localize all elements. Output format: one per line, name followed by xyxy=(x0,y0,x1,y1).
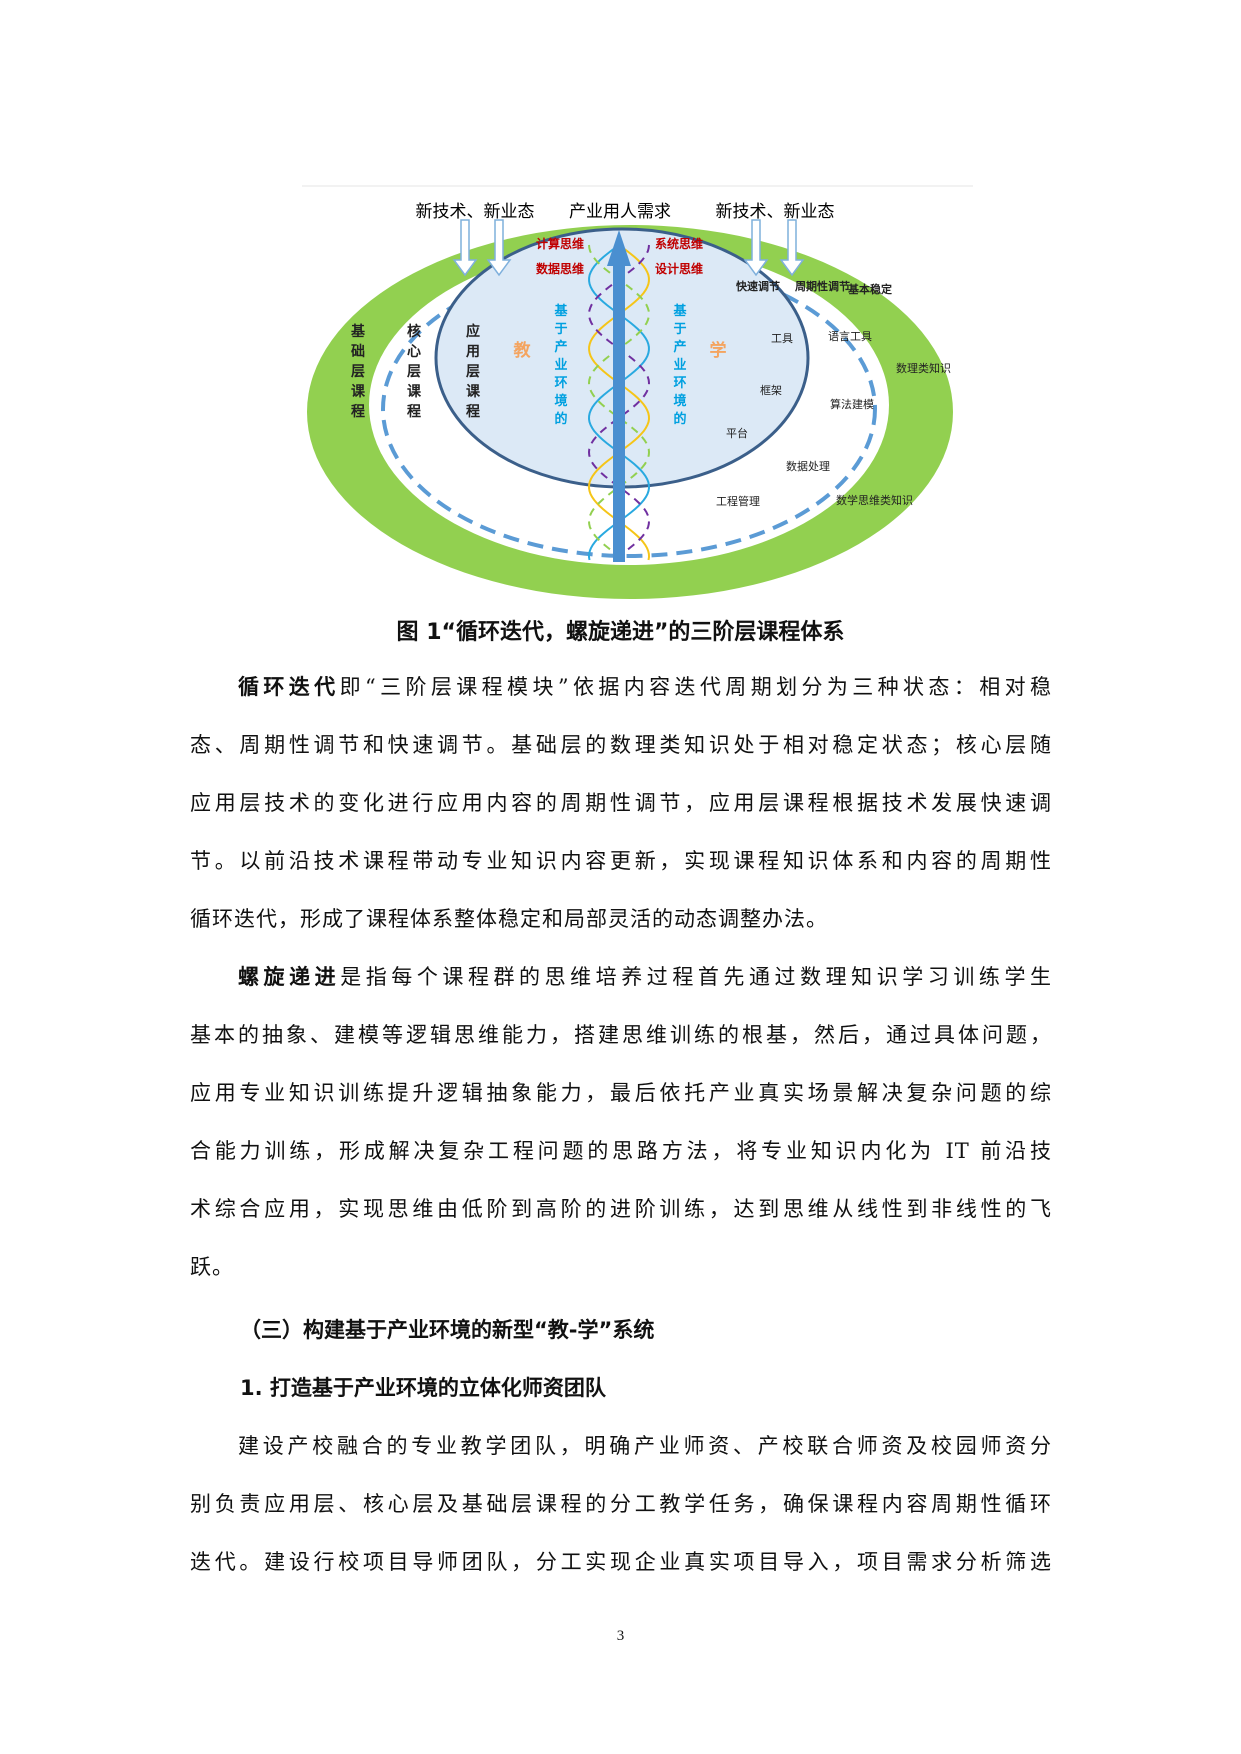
label-application-layer-char: 程 xyxy=(466,404,480,420)
label-application-layer-char: 层 xyxy=(466,364,480,380)
helix-strands xyxy=(587,244,651,561)
label-industry-env-learn-char: 的 xyxy=(673,411,686,427)
label-teach: 教 xyxy=(513,340,532,361)
label-industry-env-teach-char: 基 xyxy=(553,303,568,319)
middle-item-engineering-mgmt: 工程管理 xyxy=(716,494,760,508)
label-core-layer-char: 层 xyxy=(407,364,421,380)
label-application-layer-char: 应 xyxy=(466,323,480,340)
label-core-layer-char: 心 xyxy=(407,344,421,360)
label-foundation-layer-char: 层 xyxy=(351,364,365,380)
text-span: 建设产校融合的专业教学团队，明确产业师资、产校联合师资及校园师资分 xyxy=(238,1434,1052,1458)
paragraph-line: 应用层技术的变化进行应用内容的周期性调节，应用层课程根据技术发展快速调 xyxy=(190,787,1052,817)
label-application-layer-char: 用 xyxy=(466,344,480,360)
middle-item-algorithm-modeling: 算法建模 xyxy=(830,397,874,411)
paragraph-line: 应用专业知识训练提升逻辑抽象能力，最后依托产业真实场景解决复杂问题的综 xyxy=(190,1077,1052,1107)
label-learn: 学 xyxy=(710,340,727,361)
paragraph-line: 别负责应用层、核心层及基础层课程的分工教学任务，确保课程内容周期性循环 xyxy=(190,1488,1052,1518)
paragraph-line: 迭代。建设行校项目导师团队，分工实现企业真实项目导入，项目需求分析筛选 xyxy=(190,1546,1052,1576)
paragraph-line: 术综合应用，实现思维由低阶到高阶的进阶训练，达到思维从线性到非线性的飞 xyxy=(190,1193,1052,1223)
label-industry-env-learn-char: 业 xyxy=(673,357,686,373)
text-span: 基本的抽象、建模等逻辑思维能力，搭建思维训练的根基，然后，通过具体问题， xyxy=(190,1023,1052,1047)
label-industry-env-learn-char: 境 xyxy=(673,393,686,409)
top-label-new-tech-left: 新技术、新业态 xyxy=(416,202,535,222)
inner-item-platform: 平台 xyxy=(726,426,748,440)
label-industry-env-teach: 基于产业环境的 xyxy=(553,303,568,427)
paragraph-line: 循环迭代即“三阶层课程模块”依据内容迭代周期划分为三种状态：相对稳 xyxy=(238,671,1052,701)
down-arrows xyxy=(452,219,805,277)
label-industry-env-teach-char: 业 xyxy=(554,357,567,373)
paragraph-line: 循环迭代，形成了课程体系整体稳定和局部灵活的动态调整办法。 xyxy=(190,903,1052,933)
paragraph-line: 螺旋递进是指每个课程群的思维培养过程首先通过数理知识学习训练学生 xyxy=(238,961,1052,991)
paragraph-line: 合能力训练，形成解决复杂工程问题的思路方法，将专业知识内化为 IT 前沿技 xyxy=(190,1135,1052,1165)
text-span: 应用专业知识训练提升逻辑抽象能力，最后依托产业真实场景解决复杂问题的综 xyxy=(190,1081,1052,1105)
label-foundation-layer-char: 础 xyxy=(351,343,365,360)
text-span: 别负责应用层、核心层及基础层课程的分工教学任务，确保课程内容周期性循环 xyxy=(190,1492,1052,1516)
outer-item-math-knowledge: 数理类知识 xyxy=(896,361,951,375)
label-foundation-layer-char: 课 xyxy=(351,384,366,400)
subsection-heading: 1. 打造基于产业环境的立体化师资团队 xyxy=(240,1376,606,1400)
inner-item-framework: 框架 xyxy=(760,384,782,397)
label-application-layer: 应用层课程 xyxy=(466,323,481,420)
label-basic-stable: 基本稳定 xyxy=(847,282,892,296)
text-span: 节。以前沿技术课程带动专业知识内容更新，实现课程知识体系和内容的周期性 xyxy=(190,849,1052,873)
section-heading: （三）构建基于产业环境的新型“教-学”系统 xyxy=(240,1318,655,1342)
text-span: 循环迭代，形成了课程体系整体稳定和局部灵活的动态调整办法。 xyxy=(190,907,828,931)
label-application-layer-char: 课 xyxy=(466,384,481,400)
paragraph-lead: 循环迭代 xyxy=(238,675,340,699)
label-foundation-layer-char: 程 xyxy=(351,404,365,420)
paragraph-line: 基本的抽象、建模等逻辑思维能力，搭建思维训练的根基，然后，通过具体问题， xyxy=(190,1019,1052,1049)
text-span: 是指每个课程群的思维培养过程首先通过数理知识学习训练学生 xyxy=(340,965,1053,989)
label-industry-env-learn-char: 产 xyxy=(673,339,686,355)
text-span: 跃。 xyxy=(190,1255,234,1279)
text-span: 应用层技术的变化进行应用内容的周期性调节，应用层课程根据技术发展快速调 xyxy=(190,791,1052,815)
label-design-thinking: 设计思维 xyxy=(655,261,703,276)
text-span: 态、周期性调节和快速调节。基础层的数理类知识处于相对稳定状态；核心层随 xyxy=(190,733,1052,757)
label-industry-env-learn: 基于产业环境的 xyxy=(672,303,687,427)
three-tier-curriculum-diagram: 新技术、新业态 产业用人需求 新技术、新业态 计算思维 数据思维 系统思维 设计… xyxy=(302,185,973,599)
demand-arrow xyxy=(607,230,631,562)
label-fast-adjust: 快速调节 xyxy=(735,279,780,293)
label-periodic-adjust: 周期性调节 xyxy=(795,279,850,293)
figure-caption: 图 1“循环迭代，螺旋递进”的三阶层课程体系 xyxy=(396,620,845,645)
middle-item-data-processing: 数据处理 xyxy=(786,459,830,473)
label-system-thinking: 系统思维 xyxy=(655,236,703,251)
top-label-new-tech-right: 新技术、新业态 xyxy=(716,202,835,222)
label-core-layer-char: 核 xyxy=(407,323,421,340)
paragraph-line: 跃。 xyxy=(190,1251,1052,1281)
label-industry-env-teach-char: 境 xyxy=(554,393,567,409)
label-foundation-layer-char: 基 xyxy=(351,323,366,340)
paragraph-line: 建设产校融合的专业教学团队，明确产业师资、产校联合师资及校园师资分 xyxy=(238,1430,1052,1460)
text-span: 合能力训练，形成解决复杂工程问题的思路方法，将专业知识内化为 IT 前沿技 xyxy=(190,1139,1052,1163)
label-core-layer-char: 程 xyxy=(407,404,421,420)
middle-item-language-tools: 语言工具 xyxy=(828,330,872,343)
text-span: 术综合应用，实现思维由低阶到高阶的进阶训练，达到思维从线性到非线性的飞 xyxy=(190,1197,1052,1221)
label-data-thinking: 数据思维 xyxy=(536,261,584,276)
top-label-industry-demand: 产业用人需求 xyxy=(569,202,671,222)
label-industry-env-teach-char: 环 xyxy=(554,376,567,391)
text-span: 迭代。建设行校项目导师团队，分工实现企业真实项目导入，项目需求分析筛选 xyxy=(190,1550,1052,1574)
label-industry-env-learn-char: 基 xyxy=(672,303,687,319)
inner-item-tools: 工具 xyxy=(771,332,793,345)
page-number: 3 xyxy=(616,1628,625,1644)
paragraph-lead: 螺旋递进 xyxy=(238,965,341,989)
label-industry-env-teach-char: 产 xyxy=(554,339,567,355)
label-core-layer-char: 课 xyxy=(407,384,422,400)
label-industry-env-learn-char: 于 xyxy=(673,322,686,337)
label-industry-env-teach-char: 的 xyxy=(554,411,567,427)
label-foundation-layer: 基础层课程 xyxy=(351,323,366,420)
label-industry-env-learn-char: 环 xyxy=(673,376,686,391)
text-span: 即“三阶层课程模块”依据内容迭代周期划分为三种状态：相对稳 xyxy=(339,675,1052,699)
helix-strand xyxy=(587,244,651,561)
outer-item-math-thinking-knowledge: 数学思维类知识 xyxy=(836,493,913,507)
label-industry-env-teach-char: 于 xyxy=(554,322,567,337)
helix-strand xyxy=(587,244,651,561)
paragraph-line: 态、周期性调节和快速调节。基础层的数理类知识处于相对稳定状态；核心层随 xyxy=(190,729,1052,759)
paragraph-line: 节。以前沿技术课程带动专业知识内容更新，实现课程知识体系和内容的周期性 xyxy=(190,845,1052,875)
label-computational-thinking: 计算思维 xyxy=(536,236,584,251)
